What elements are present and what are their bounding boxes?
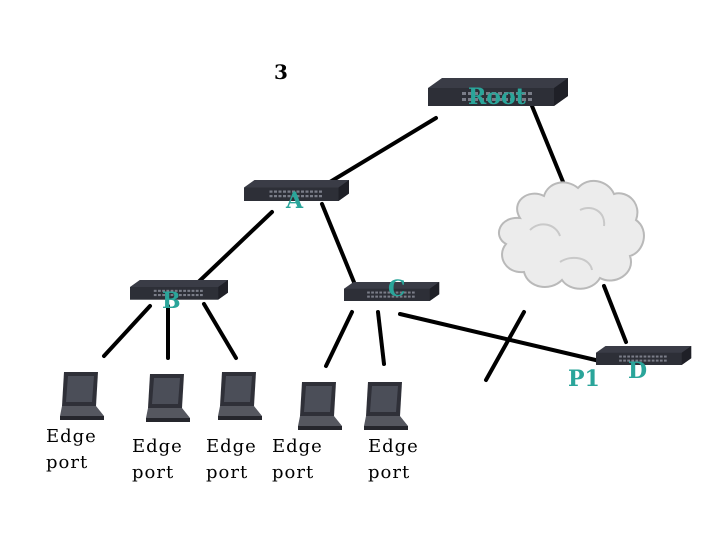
root-label: Root [468, 84, 526, 110]
laptop-icon [146, 374, 190, 422]
link-cloud-left [484, 310, 526, 382]
link-a-b [188, 210, 274, 292]
switch-b-label: B [162, 288, 181, 314]
laptop-icon [364, 382, 408, 430]
link-b-laptop1 [102, 304, 152, 358]
figure-number: 3 [274, 60, 288, 84]
link-a-c [320, 202, 360, 294]
link-c-laptop5 [376, 310, 386, 366]
links [102, 104, 628, 382]
link-root-cloud [530, 104, 570, 196]
switch-a-label: A [286, 188, 304, 214]
switch-d-label: D [628, 358, 648, 384]
link-c-laptop4 [324, 310, 354, 368]
cloud-icon [498, 179, 645, 290]
link-root-a [318, 116, 438, 190]
laptop-icon [298, 382, 342, 430]
link-cloud-d [602, 284, 628, 344]
link-b-laptop3 [202, 302, 238, 360]
link-c-d [398, 312, 606, 364]
switch-c-label: C [388, 276, 406, 302]
port-p1-label: P1 [568, 366, 600, 392]
laptop-icon [218, 372, 262, 420]
laptop-icon [60, 372, 104, 420]
